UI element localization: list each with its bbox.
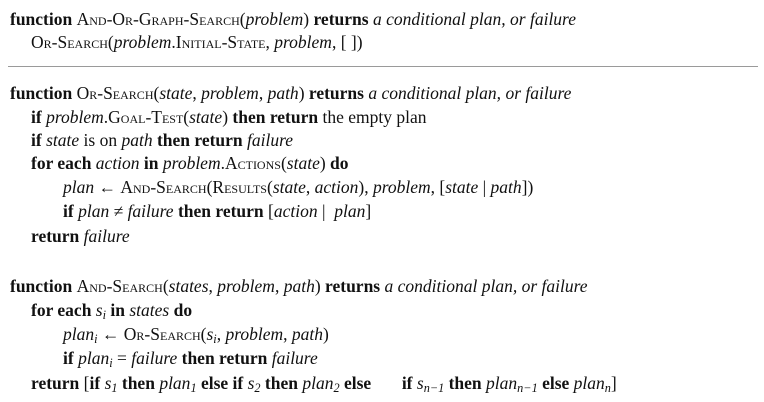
function-name-or-search: Or-Search (76, 83, 154, 103)
and-search-plan-check-line: if plani = failure then return failure (63, 348, 318, 371)
and-search-plan-assign-line: plani ← Or-Search(si, problem, path) (63, 324, 329, 347)
function-name-and-search: And-Search (76, 276, 163, 296)
and-search-return-line: return [if s1 then plan1 else if s2 then… (31, 373, 617, 396)
or-search-signature: function Or-Search(state, problem, path)… (10, 83, 572, 103)
or-search-for-each-line: for each action in problem.Actions(state… (31, 153, 349, 173)
call-or-search: Or-Search (31, 32, 108, 52)
or-search-plan-assign-line: plan ← And-Search(Results(state, action)… (63, 177, 534, 197)
or-search-goal-test-line: if problem.Goal-Test(state) then return … (31, 107, 427, 127)
function-name-and-or-graph-search: And-Or-Graph-Search (76, 9, 240, 29)
and-search-for-each-line: for each si in states do (31, 300, 193, 323)
keyword-returns: returns (313, 9, 369, 29)
and-search-signature: function And-Search(states, problem, pat… (10, 276, 588, 296)
graph-search-signature: function And-Or-Graph-Search(problem) re… (10, 9, 576, 29)
graph-search-body: Or-Search(problem.Initial-State, problem… (31, 32, 363, 52)
or-search-path-check-line: if state is on path then return failure (31, 130, 294, 150)
section-divider (8, 66, 758, 67)
keyword-function: function (10, 9, 73, 29)
or-search-return-failure-line: return failure (31, 226, 130, 246)
or-search-plan-check-line: if plan ≠ failure then return [action | … (63, 201, 372, 221)
